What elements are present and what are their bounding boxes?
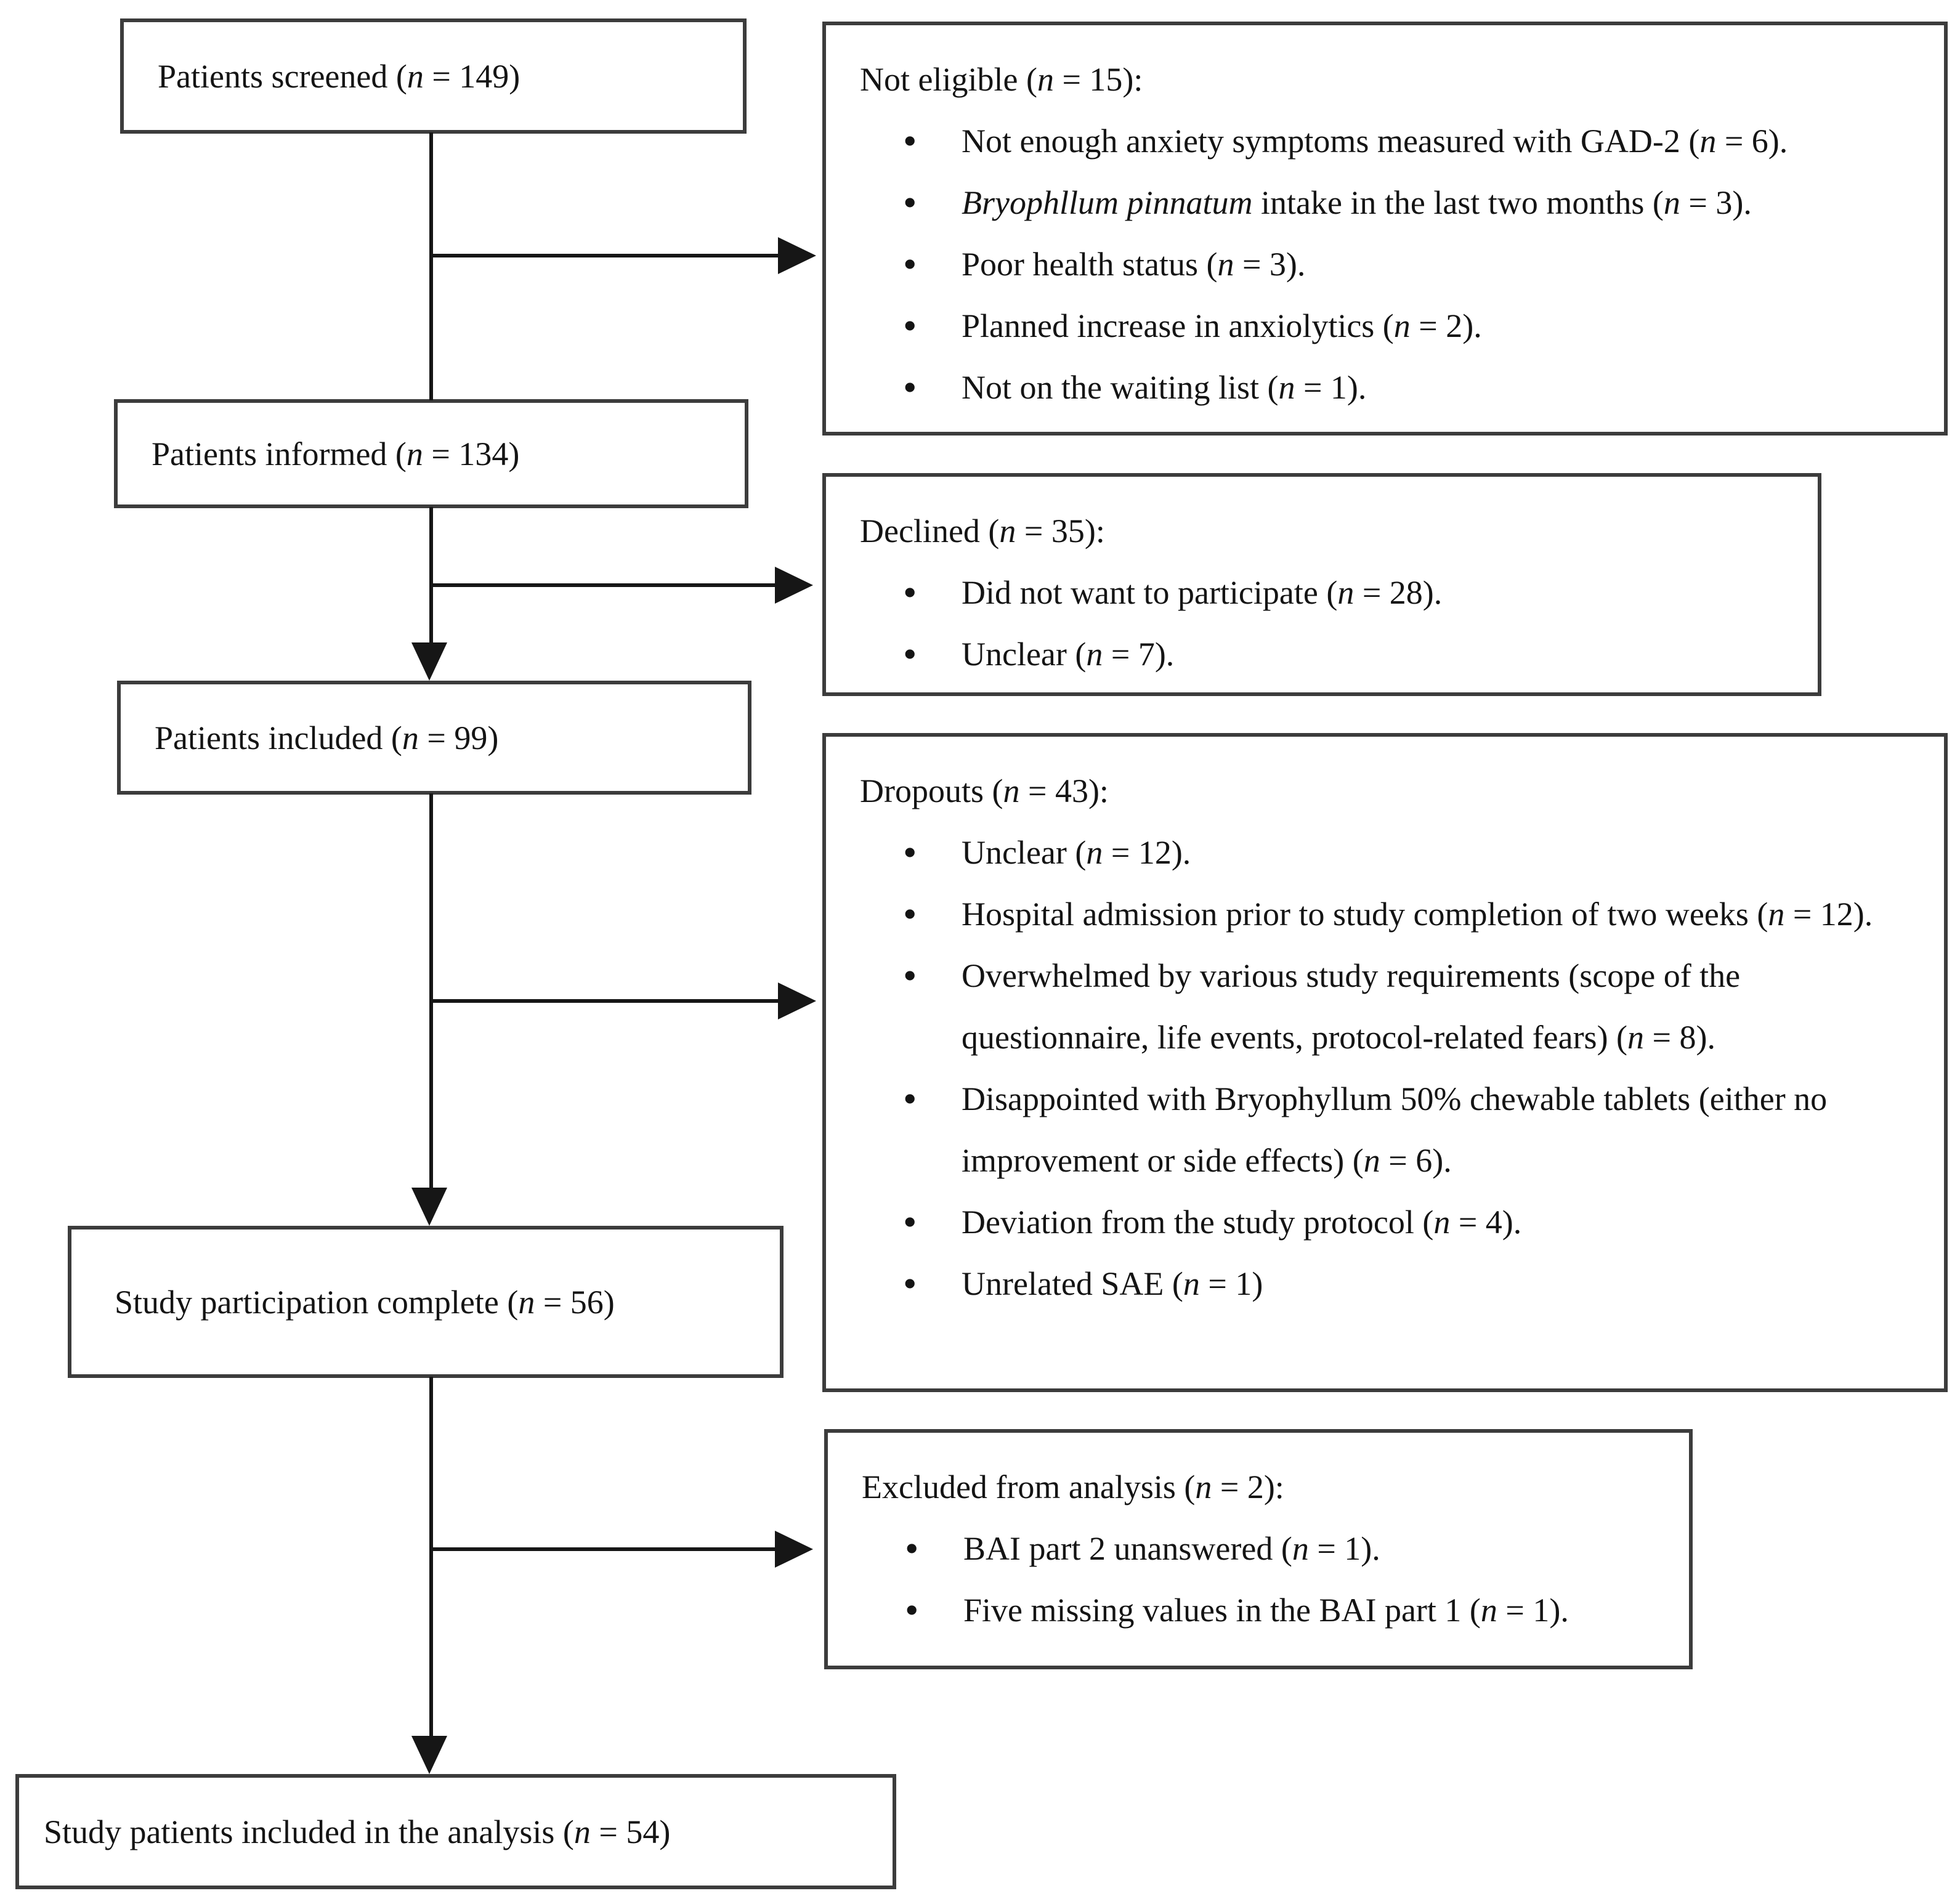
side-box-not-eligible: Not eligible (n = 15): Not enough anxiet… [822,22,1948,435]
connector-included-to-complete [429,793,433,1191]
connector-complete-to-analysis [429,1377,433,1740]
bullet-item: Unrelated SAE (n = 1) [860,1253,1922,1315]
bullet-list-not-eligible: Not enough anxiety symptoms measured wit… [860,110,1922,418]
arrowhead-right-into-declined-icon [775,567,813,604]
flow-box-patients-included: Patients included (n = 99) [117,681,751,795]
bullet-item: Overwhelmed by various study requirement… [860,945,1922,1068]
flow-box-label: Study participation complete (n = 56) [115,1283,615,1321]
side-box-title: Dropouts (n = 43): [860,772,1109,809]
flow-box-patients-informed: Patients informed (n = 134) [114,399,748,508]
bullet-item: Five missing values in the BAI part 1 (n… [862,1579,1667,1641]
bullet-item: Planned increase in anxiolytics (n = 2). [860,295,1922,357]
flow-box-label: Study patients included in the analysis … [44,1813,671,1850]
connector-screened-to-informed [429,132,433,400]
flow-box-patients-screened: Patients screened (n = 149) [120,18,747,134]
branch-line-excluded [429,1547,777,1551]
bullet-item: Hospital admission prior to study comple… [860,883,1922,945]
branch-line-declined [429,583,777,587]
flow-box-label: Patients informed (n = 134) [152,435,520,472]
branch-line-dropouts [429,999,780,1003]
bullet-item: Not enough anxiety symptoms measured wit… [860,110,1922,172]
arrowhead-down-into-included-icon [411,642,447,681]
side-box-title: Not eligible (n = 15): [860,61,1143,98]
bullet-item: Did not want to participate (n = 28). [860,562,1796,623]
flow-box-label: Patients screened (n = 149) [158,57,520,95]
bullet-item: Bryophllum pinnatum intake in the last t… [860,172,1922,233]
flow-box-participation-complete: Study participation complete (n = 56) [68,1226,784,1378]
bullet-list-declined: Did not want to participate (n = 28).Unc… [860,562,1796,685]
bullet-item: Not on the waiting list (n = 1). [860,357,1922,418]
side-box-title: Excluded from analysis (n = 2): [862,1469,1284,1505]
arrowhead-right-into-excluded-icon [775,1531,813,1568]
bullet-list-dropouts: Unclear (n = 12).Hospital admission prio… [860,822,1922,1315]
arrowhead-right-into-not-eligible-icon [778,237,816,274]
side-box-dropouts: Dropouts (n = 43): Unclear (n = 12).Hosp… [822,733,1948,1392]
branch-line-not-eligible [429,254,780,257]
bullet-item: Deviation from the study protocol (n = 4… [860,1191,1922,1253]
side-box-excluded-from-analysis: Excluded from analysis (n = 2): BAI part… [824,1429,1693,1669]
bullet-item: BAI part 2 unanswered (n = 1). [862,1518,1667,1579]
bullet-list-excluded: BAI part 2 unanswered (n = 1).Five missi… [862,1518,1667,1641]
side-box-declined: Declined (n = 35): Did not want to parti… [822,473,1821,696]
bullet-item: Unclear (n = 7). [860,623,1796,685]
bullet-item: Poor health status (n = 3). [860,233,1922,295]
bullet-item: Disappointed with Bryophyllum 50% chewab… [860,1068,1922,1191]
arrowhead-down-into-analysis-icon [411,1736,447,1774]
flow-box-label: Patients included (n = 99) [155,719,499,756]
bullet-item: Unclear (n = 12). [860,822,1922,883]
flow-box-included-in-analysis: Study patients included in the analysis … [15,1774,896,1889]
arrowhead-down-into-complete-icon [411,1188,447,1226]
connector-informed-to-included [429,507,433,646]
arrowhead-right-into-dropouts-icon [778,982,816,1019]
side-box-title: Declined (n = 35): [860,512,1105,549]
